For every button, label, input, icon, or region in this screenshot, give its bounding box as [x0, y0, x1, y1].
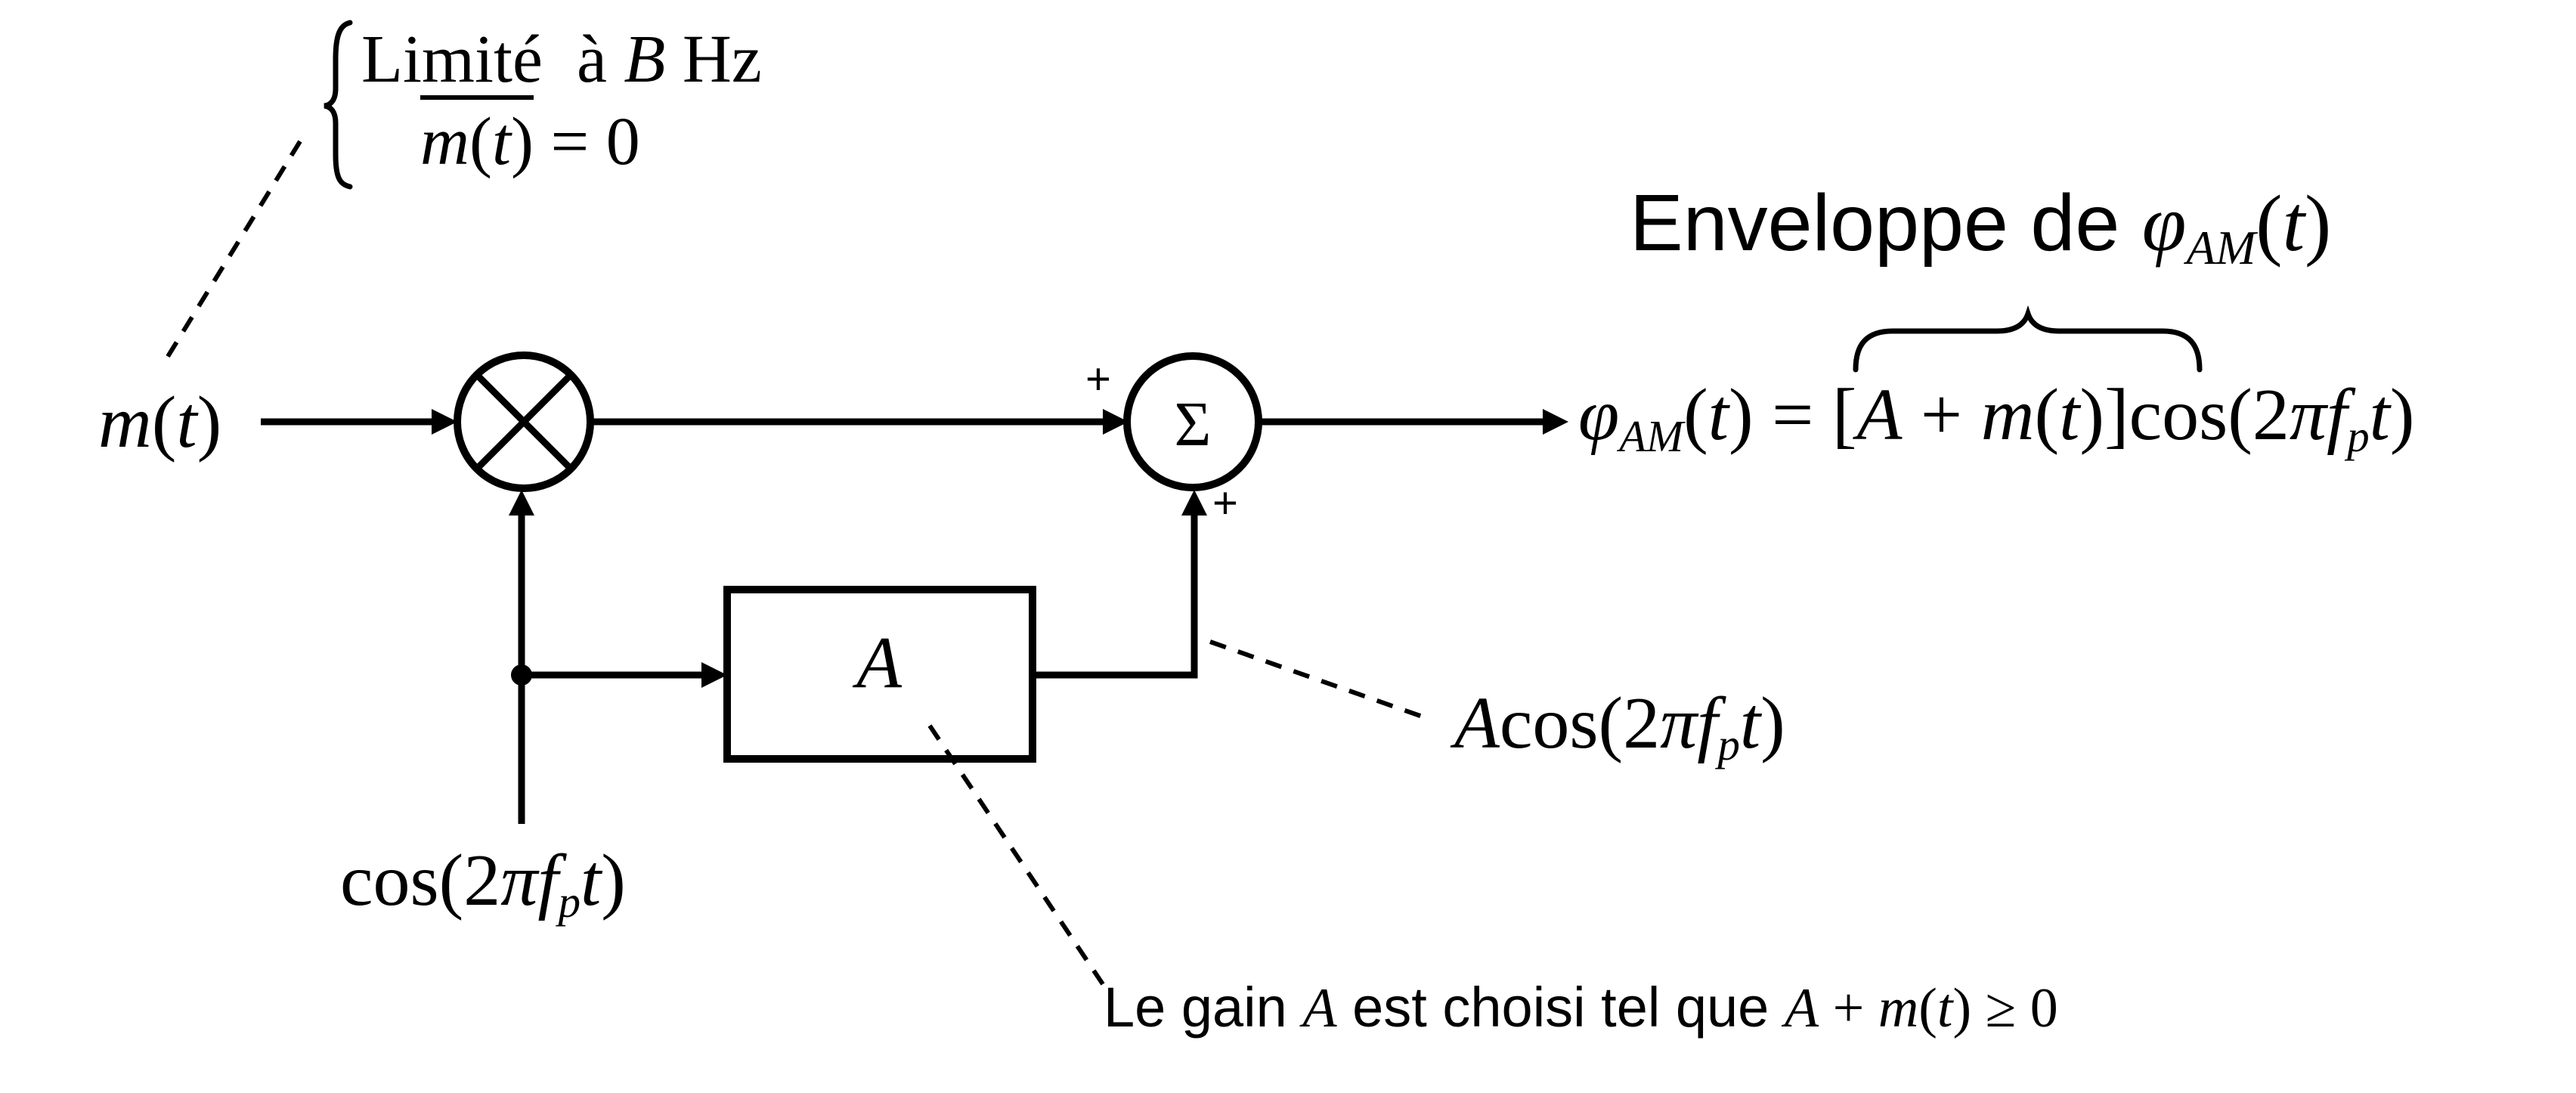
gain-block-label: A	[856, 622, 902, 704]
amplified-carrier-label: Acos(2πfpt)	[1454, 683, 1785, 770]
input-arrowhead-icon	[432, 409, 457, 435]
sum-bottom-arrowhead-icon	[1181, 490, 1207, 516]
carrier-arrowhead-icon	[509, 490, 534, 516]
envelope-brace-icon	[1853, 305, 2203, 373]
gain-to-sum-line	[1033, 511, 1198, 679]
sum-input-arrowhead-icon	[1103, 409, 1129, 435]
callout-line-condition	[160, 140, 302, 367]
gain-input-arrowhead-icon	[701, 662, 727, 688]
gain-block	[723, 586, 1036, 763]
gain-note: Le gain A est choisi tel que A + m(t) ≥ …	[1104, 976, 2058, 1039]
callout-line-carrier-term	[1209, 639, 1432, 722]
input-signal-label: m(t)	[98, 382, 222, 463]
condition-brace-icon	[324, 20, 353, 190]
sum-plus-top: +	[1085, 355, 1111, 404]
condition-note-line2: m(t) = 0	[420, 95, 640, 178]
envelope-title: Enveloppe de φAM(t)	[1630, 178, 2332, 274]
multiplier-cross-icon	[474, 372, 574, 472]
sum-plus-bottom: +	[1212, 478, 1238, 528]
condition-note-line1: Limité à B Hz	[361, 22, 762, 97]
output-formula: φAM(t) = [A + m(t)]cos(2πfpt)	[1578, 374, 2415, 462]
sum-symbol: Σ	[1174, 389, 1212, 460]
output-arrowhead-icon	[1543, 409, 1568, 435]
callout-line-gain-note	[927, 724, 1105, 986]
carrier-label: cos(2πfpt)	[340, 840, 626, 927]
